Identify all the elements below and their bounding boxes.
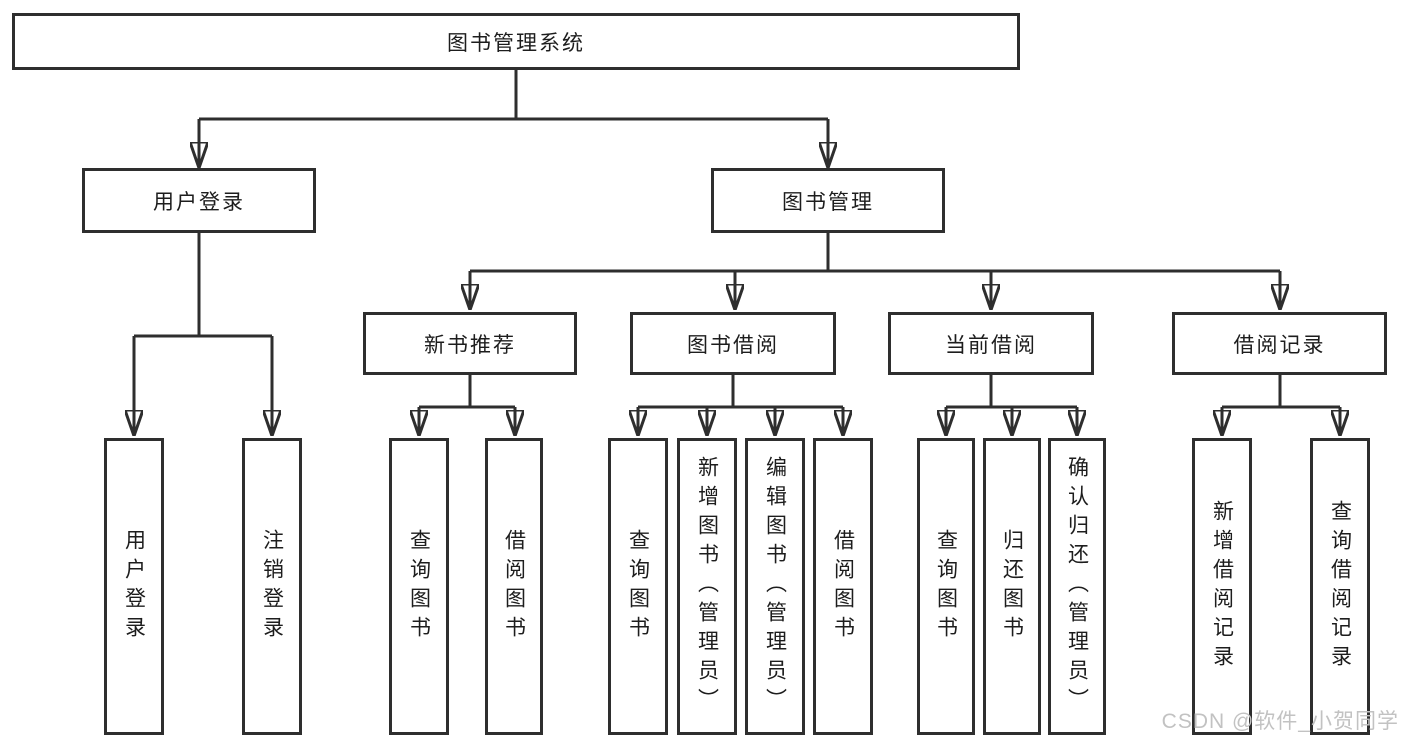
connector-new-book-recommend-branch	[419, 375, 515, 434]
node-leaf-confirm-return-admin-label: 确认归还（管理员）	[1065, 456, 1089, 717]
connector-current-borrow-branch	[946, 375, 1077, 434]
node-leaf-query-books-current-label: 查询图书	[934, 528, 958, 645]
connector-user-login-branch	[134, 233, 272, 434]
node-leaf-return-book-label: 归还图书	[1000, 528, 1024, 645]
node-leaf-add-book-admin-label: 新增图书（管理员）	[695, 456, 719, 717]
node-leaf-add-borrow-record-label: 新增借阅记录	[1210, 499, 1234, 674]
node-book-borrow-label: 图书借阅	[687, 333, 779, 357]
node-book-management-label: 图书管理	[782, 190, 874, 214]
connector-book-borrow-branch	[638, 375, 843, 434]
node-user-login-label: 用户登录	[153, 190, 245, 214]
node-book-borrow: 图书借阅	[630, 312, 836, 375]
node-current-borrow: 当前借阅	[888, 312, 1094, 375]
node-leaf-borrow-books-label: 借阅图书	[831, 528, 855, 645]
node-leaf-logout: 注销登录	[242, 438, 302, 735]
node-leaf-query-borrow-record: 查询借阅记录	[1310, 438, 1370, 735]
connector-book-management-branch	[470, 233, 1280, 308]
node-leaf-query-books-current: 查询图书	[917, 438, 975, 735]
connector-root-to-level2	[199, 70, 828, 166]
node-leaf-user-login-label: 用户登录	[122, 528, 146, 645]
connector-borrow-records-branch	[1222, 375, 1340, 434]
node-leaf-edit-book-admin: 编辑图书（管理员）	[745, 438, 805, 735]
node-leaf-query-books-recommend-label: 查询图书	[407, 528, 431, 645]
node-leaf-confirm-return-admin: 确认归还（管理员）	[1048, 438, 1106, 735]
node-leaf-logout-label: 注销登录	[260, 528, 284, 645]
node-borrow-records: 借阅记录	[1172, 312, 1387, 375]
node-leaf-borrow-books-recommend-label: 借阅图书	[502, 528, 526, 645]
node-leaf-add-borrow-record: 新增借阅记录	[1192, 438, 1252, 735]
node-book-management: 图书管理	[711, 168, 945, 233]
node-borrow-records-label: 借阅记录	[1233, 333, 1326, 357]
node-leaf-query-borrow-record-label: 查询借阅记录	[1328, 499, 1352, 674]
node-user-login: 用户登录	[82, 168, 316, 233]
node-leaf-edit-book-admin-label: 编辑图书（管理员）	[763, 456, 787, 717]
node-leaf-return-book: 归还图书	[983, 438, 1041, 735]
watermark: CSDN @软件_小贺同学	[1161, 710, 1399, 733]
node-new-book-recommend-label: 新书推荐	[424, 333, 516, 357]
node-root: 图书管理系统	[12, 13, 1020, 70]
node-leaf-query-books-borrow-label: 查询图书	[626, 528, 650, 645]
node-leaf-add-book-admin: 新增图书（管理员）	[677, 438, 737, 735]
node-current-borrow-label: 当前借阅	[945, 333, 1037, 357]
node-new-book-recommend: 新书推荐	[363, 312, 577, 375]
node-leaf-borrow-books: 借阅图书	[813, 438, 873, 735]
node-root-label: 图书管理系统	[447, 31, 585, 55]
node-leaf-borrow-books-recommend: 借阅图书	[485, 438, 543, 735]
node-leaf-query-books-borrow: 查询图书	[608, 438, 668, 735]
node-leaf-user-login: 用户登录	[104, 438, 164, 735]
node-leaf-query-books-recommend: 查询图书	[389, 438, 449, 735]
